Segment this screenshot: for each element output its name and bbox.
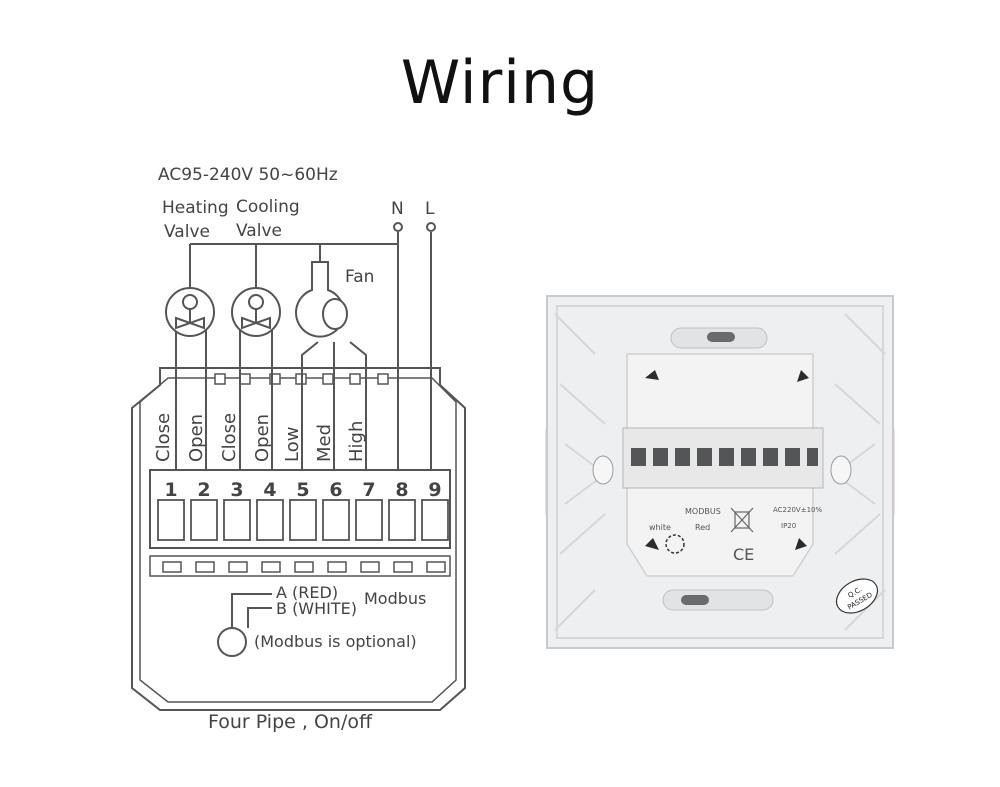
- fan-label: Fan: [345, 267, 374, 287]
- terminal-label-5: Low: [282, 427, 303, 462]
- modbus-optional-label: (Modbus is optional): [254, 632, 417, 651]
- neutral-label: N: [391, 199, 404, 219]
- photo-modbus-red: Red: [695, 523, 710, 532]
- photo-rating: AC220V±10%: [773, 506, 822, 514]
- terminal-number-2: 2: [197, 479, 210, 501]
- terminal-number-8: 8: [395, 479, 408, 501]
- modbus-label: Modbus: [364, 589, 426, 608]
- supply-label: AC95-240V 50~60Hz: [158, 165, 338, 185]
- photo-modbus-label: MODBUS: [685, 507, 721, 516]
- live-label: L: [425, 199, 435, 219]
- qc-passed-sticker: Q.C. PASSED: [835, 578, 879, 614]
- heating-valve-icon: [165, 287, 215, 337]
- cooling-valve-label-1: Cooling: [236, 197, 300, 217]
- fan-icon: [295, 261, 348, 338]
- modbus-connector-icon: [217, 627, 247, 657]
- photo-ce-mark: CE: [733, 545, 754, 564]
- terminal-block: [157, 499, 449, 541]
- heating-valve-label-1: Heating: [162, 198, 229, 218]
- modbus-a-label: A (RED): [276, 583, 338, 602]
- modbus-b-label: B (WHITE): [276, 599, 357, 618]
- thermostat-back-photo: MODBUS white Red AC220V±10% IP20 CE Q.C.…: [545, 295, 895, 649]
- page-title: Wiring: [400, 48, 600, 118]
- terminal-label-2: Open: [186, 414, 207, 462]
- terminal-label-3: Close: [219, 413, 240, 462]
- photo-modbus-white: white: [649, 523, 671, 532]
- wires: [175, 232, 432, 628]
- terminal-number-7: 7: [362, 479, 375, 501]
- live-terminal-icon: [426, 222, 436, 232]
- terminal-number-5: 5: [296, 479, 309, 501]
- terminal-number-6: 6: [329, 479, 342, 501]
- terminal-number-1: 1: [164, 479, 177, 501]
- terminal-label-1: Close: [153, 413, 174, 462]
- terminal-number-3: 3: [230, 479, 243, 501]
- terminal-label-6: Med: [314, 424, 335, 462]
- weee-bin-icon: [730, 507, 754, 533]
- cooling-valve-icon: [231, 287, 281, 337]
- cooling-valve-label-2: Valve: [236, 221, 282, 241]
- diagram-caption: Four Pipe , On/off: [208, 711, 373, 733]
- terminal-number-4: 4: [263, 479, 276, 501]
- heating-valve-label-2: Valve: [164, 222, 210, 242]
- terminal-label-4: Open: [252, 414, 273, 462]
- terminal-number-9: 9: [428, 479, 441, 501]
- terminal-label-7: High: [346, 421, 367, 462]
- neutral-terminal-icon: [393, 222, 403, 232]
- photo-ip: IP20: [781, 522, 796, 530]
